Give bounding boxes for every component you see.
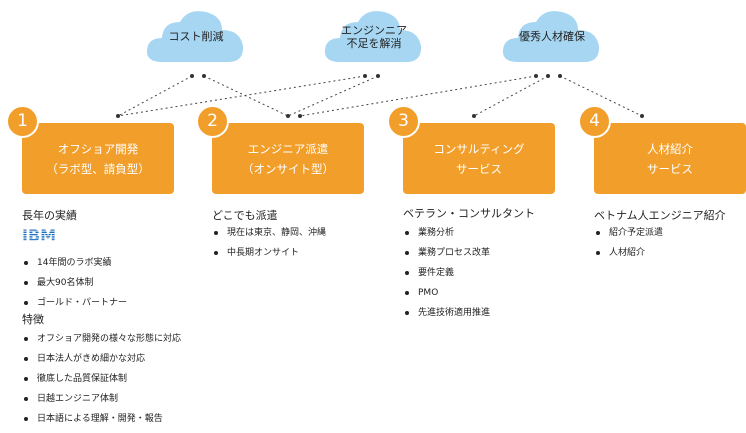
- list-item: 現在は東京、静岡、沖縄: [212, 227, 326, 247]
- service-number-badge: 2: [196, 105, 229, 138]
- offshore-achievements-list: 14年間のラボ実績 最大90名体制 ゴールド・パートナー: [22, 257, 127, 317]
- list-item: 日本語による理解・開発・報告: [22, 413, 181, 433]
- list-item: 徹底した品質保証体制: [22, 373, 181, 393]
- list-item: 14年間のラボ実績: [22, 257, 127, 277]
- ibm-logo: IBM: [22, 227, 56, 243]
- connector-dot: [286, 114, 290, 118]
- service-number-badge: 4: [578, 105, 611, 138]
- consulting-list: 業務分析 業務プロセス改革 要件定義 PMO 先進技術適用推進: [403, 227, 490, 327]
- list-item: ゴールド・パートナー: [22, 297, 127, 317]
- recruiting-heading: ベトナム人エンジニア紹介: [594, 209, 726, 222]
- connector-dot: [534, 74, 538, 78]
- cloud-icon: [146, 11, 244, 62]
- service-box-consulting: コンサルティング サービス: [403, 123, 555, 194]
- benefit-label: エンジンニア 不足を解消: [341, 24, 407, 50]
- list-item: 日本法人がきめ細かな対応: [22, 353, 181, 373]
- service-number-badge: 3: [387, 105, 420, 138]
- list-item: 最大90名体制: [22, 277, 127, 297]
- ibm-logo-text: IBM: [22, 227, 56, 243]
- connector-dot: [558, 74, 562, 78]
- connector-dot: [640, 114, 644, 118]
- service-box-dispatch: エンジニア派遣 （オンサイト型）: [212, 123, 364, 194]
- connector-dot: [363, 74, 367, 78]
- list-item: オフショア開発の様々な形態に対応: [22, 333, 181, 353]
- connector-dot: [116, 114, 120, 118]
- cloud-icon: [324, 11, 422, 62]
- connector-dot: [298, 114, 302, 118]
- list-item: 中長期オンサイト: [212, 247, 326, 267]
- service-label: コンサルティング サービス: [433, 142, 525, 176]
- service-label: エンジニア派遣 （オンサイト型）: [242, 142, 334, 176]
- offshore-features-heading: 特徴: [22, 313, 44, 326]
- offshore-heading: 長年の実績: [22, 209, 77, 222]
- service-label: 人材紹介 サービス: [647, 142, 693, 176]
- service-box-recruiting: 人材紹介 サービス: [594, 123, 746, 194]
- benefit-label: 優秀人材確保: [519, 30, 585, 43]
- list-item: 業務分析: [403, 227, 490, 247]
- list-item: 要件定義: [403, 267, 490, 287]
- benefit-cloud-engineer-shortage: エンジンニア 不足を解消: [322, 6, 426, 66]
- cloud-icon: [502, 11, 600, 62]
- connector-dot: [376, 74, 380, 78]
- dispatch-heading: どこでも派遣: [212, 209, 278, 222]
- benefit-cloud-cost-reduction: コスト削減: [144, 6, 248, 66]
- connector-dot: [472, 114, 476, 118]
- service-number-badge: 1: [6, 105, 39, 138]
- dispatch-list: 現在は東京、静岡、沖縄 中長期オンサイト: [212, 227, 326, 267]
- list-item: 日越エンジニア体制: [22, 393, 181, 413]
- list-item: 人材紹介: [594, 247, 663, 267]
- list-item: PMO: [403, 287, 490, 307]
- connector-dot: [546, 74, 550, 78]
- list-item: 先進技術適用推進: [403, 307, 490, 327]
- recruiting-list: 紹介予定派遣 人材紹介: [594, 227, 663, 267]
- service-label: オフショア開発 （ラボ型、請負型）: [46, 142, 150, 176]
- service-box-offshore: オフショア開発 （ラボ型、請負型）: [22, 123, 174, 194]
- consulting-heading: ベテラン・コンサルタント: [403, 207, 535, 220]
- benefit-cloud-talent: 優秀人材確保: [500, 6, 604, 66]
- benefit-label: コスト削減: [168, 30, 224, 43]
- list-item: 業務プロセス改革: [403, 247, 490, 267]
- connector-dot: [202, 74, 206, 78]
- list-item: 紹介予定派遣: [594, 227, 663, 247]
- connector-dot: [190, 74, 194, 78]
- offshore-features-list: オフショア開発の様々な形態に対応 日本法人がきめ細かな対応 徹底した品質保証体制…: [22, 333, 181, 433]
